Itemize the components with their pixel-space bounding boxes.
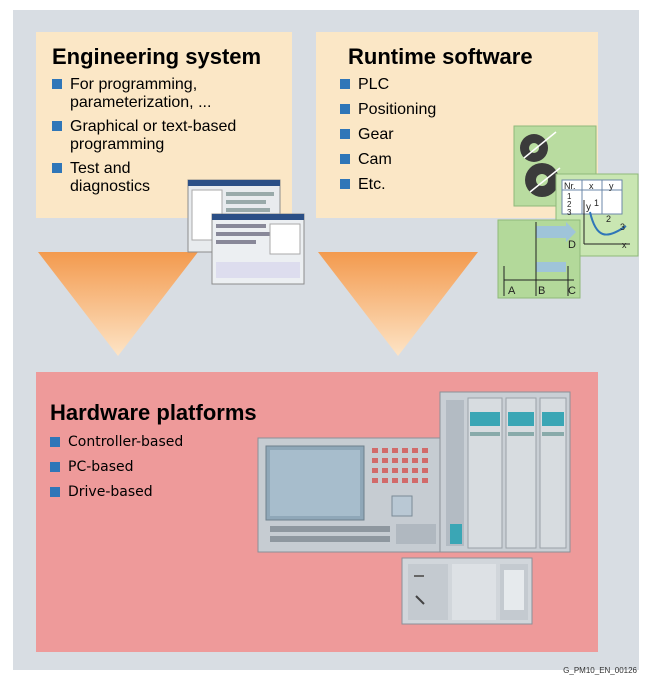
engineering-item: Graphical or text-based programming: [52, 118, 280, 154]
cam-axis-y: y: [586, 202, 591, 213]
hardware-title: Hardware platforms: [50, 400, 257, 425]
gear-label-b: B: [538, 285, 545, 297]
cam-table-row: 2: [567, 200, 572, 209]
left-arrow: [38, 252, 198, 356]
cam-point-label: 1: [594, 198, 599, 208]
gear-label-c: C: [568, 285, 576, 297]
controller-module-device: [401, 557, 533, 625]
panel-pc-device: [257, 437, 445, 553]
runtime-item: Cam: [340, 151, 598, 169]
cam-point-label: 2: [606, 214, 611, 224]
cam-table-header-y: y: [609, 181, 614, 191]
hardware-item: Controller-based: [50, 434, 598, 450]
gear-label-d: D: [568, 239, 576, 251]
hardware-item: PC-based: [50, 459, 598, 475]
runtime-list: PLC Positioning Gear Cam Etc.: [340, 76, 598, 194]
drive-controller-device: [439, 391, 571, 553]
cam-table-row: 3: [567, 208, 572, 217]
cam-point-label: 3: [620, 222, 625, 232]
engineering-item: Test and diagnostics: [52, 160, 180, 196]
engineering-item: For programming, parameterization, ...: [52, 76, 240, 112]
cam-table-header-x: x: [589, 181, 594, 191]
gear-icon: [520, 131, 561, 197]
gear-label-a: A: [508, 285, 516, 297]
runtime-item: PLC: [340, 76, 598, 94]
runtime-item: Gear: [340, 126, 598, 144]
runtime-item: Positioning: [340, 101, 598, 119]
figure-id-caption: G_PM10_EN_00126: [563, 666, 637, 675]
hardware-list: Controller-based PC-based Drive-based: [50, 434, 598, 500]
runtime-title: Runtime software: [348, 44, 533, 69]
cam-curve: [589, 211, 627, 236]
right-arrow: [318, 252, 478, 356]
engineering-list: For programming, parameterization, ... G…: [52, 76, 292, 196]
cam-axis-x: x: [622, 240, 627, 250]
engineering-title: Engineering system: [52, 44, 262, 69]
runtime-item: Etc.: [340, 176, 598, 194]
cam-table-row: 1: [567, 192, 572, 201]
engineering-system-panel: Engineering system For programming, para…: [36, 32, 292, 218]
cam-table-header-nr: Nr.: [564, 181, 576, 191]
hardware-item: Drive-based: [50, 484, 598, 500]
